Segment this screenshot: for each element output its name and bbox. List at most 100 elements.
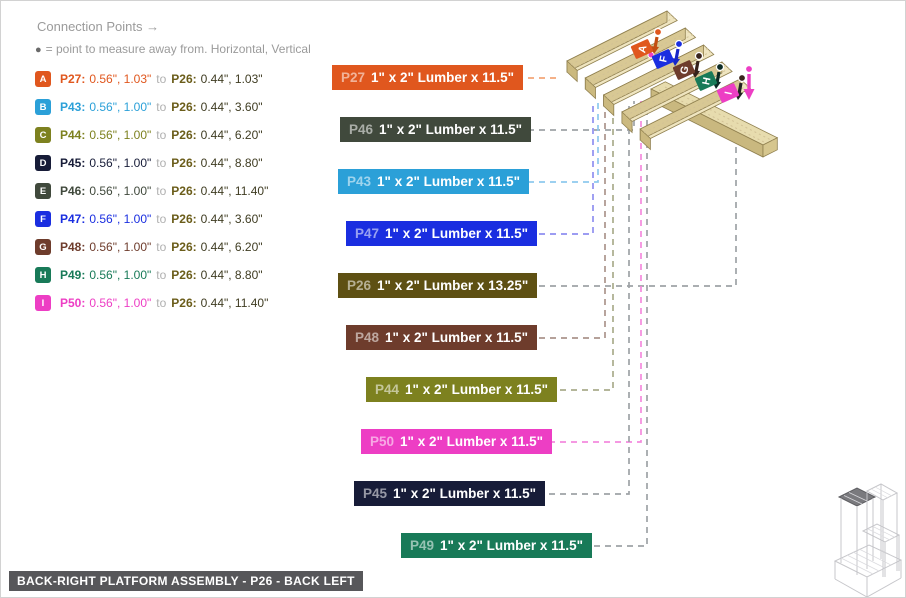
part-label: 1" x 2" Lumber x 11.5" [379,122,523,137]
connection-markers: A F G H I [630,27,755,103]
legend-note: ●= point to measure away from. Horizonta… [35,42,311,56]
svg-text:G: G [678,65,691,75]
slat-5 [639,78,752,151]
point-code: P48: [60,240,86,254]
part-label: 1" x 2" Lumber x 11.5" [377,174,521,189]
dot-h [715,62,725,72]
part-code: P27 [341,70,366,85]
dot-f [674,39,684,49]
point-code: P44: [60,128,86,142]
marker-badge-f: F [651,49,675,69]
ref-values: 0.44", 1.03" [200,72,263,86]
point-badge: C [35,127,51,143]
assembly-title-bar: BACK-RIGHT PLATFORM ASSEMBLY - P26 - BAC… [9,571,363,591]
to-label: to [156,240,167,254]
point-values: 0.56", 1.00" [89,212,152,226]
slat-1 [566,10,678,83]
ref-code: P26: [171,212,197,226]
dot-magenta-right [744,64,754,74]
point-badge: B [35,99,51,115]
arrow-f [671,48,680,66]
list-item: F P47: 0.56", 1.00" to P26: 0.44", 3.60" [35,205,268,233]
point-code: P27: [60,72,86,86]
svg-text:A: A [636,44,649,54]
part-label: 1" x 2" Lumber x 11.5" [400,434,544,449]
part-label: 1" x 2" Lumber x 11.5" [393,486,537,501]
slat-3 [602,44,715,117]
ref-values: 0.44", 3.60" [200,212,263,226]
svg-text:H: H [700,76,713,86]
part-code: P50 [370,434,395,449]
part-tag-p48: P48 1" x 2" Lumber x 11.5" [346,325,538,350]
ref-values: 0.44", 8.80" [200,268,263,282]
part-code: P44 [375,382,400,397]
ref-code: P26: [171,100,197,114]
arrow-g [691,60,700,78]
point-badge: H [35,267,51,283]
dot-magenta-a [647,51,655,59]
page-title: Connection Points → [37,19,160,34]
point-code: P47: [60,212,86,226]
part-tag-p50: P50 1" x 2" Lumber x 11.5" [361,429,553,454]
point-values: 0.56", 1.00" [89,128,152,142]
dot-a [653,27,663,37]
point-values: 0.56", 1.00" [89,296,152,310]
ref-values: 0.44", 11.40" [200,184,269,198]
arrow-magenta [743,74,755,100]
part-label: 1" x 2" Lumber x 11.5" [440,538,584,553]
part-code: P26 [347,278,372,293]
ref-code: P26: [171,184,197,198]
marker-badge-h: H [694,71,718,91]
point-code: P45: [60,156,86,170]
minimap-highlight-platform [837,487,877,507]
ref-values: 0.44", 3.60" [200,100,263,114]
part-code: P46 [349,122,374,137]
part-code: P45 [363,486,388,501]
ref-values: 0.44", 8.80" [200,156,263,170]
list-item: E P46: 0.56", 1.00" to P26: 0.44", 11.40… [35,177,268,205]
to-label: to [156,100,167,114]
point-badge: F [35,211,51,227]
list-item: H P49: 0.56", 1.00" to P26: 0.44", 8.80" [35,261,268,289]
legend-note-text: = point to measure away from. Horizontal… [45,42,311,56]
point-values: 0.56", 1.00" [89,100,152,114]
ref-code: P26: [171,72,197,86]
ref-values: 0.44", 6.20" [200,240,263,254]
ref-code: P26: [171,240,197,254]
list-item: C P44: 0.56", 1.00" to P26: 0.44", 6.20" [35,121,268,149]
marker-badge-g: G [672,60,696,80]
point-badge: A [35,71,51,87]
list-item: G P48: 0.56", 1.00" to P26: 0.44", 6.20" [35,233,268,261]
point-code: P50: [60,296,86,310]
ref-values: 0.44", 6.20" [200,128,263,142]
part-tag-p45: P45 1" x 2" Lumber x 11.5" [354,481,546,506]
arrow-a [650,36,659,54]
to-label: to [156,296,167,310]
marker-badge-i: I [716,83,740,103]
part-label: 1" x 2" Lumber x 11.5" [371,70,515,85]
dot-g [694,51,704,61]
marker-badge-a: A [630,39,654,59]
part-code: P43 [347,174,372,189]
to-label: to [156,128,167,142]
ref-code: P26: [171,296,197,310]
svg-text:I: I [723,90,735,95]
part-label: 1" x 2" Lumber x 11.5" [385,330,529,345]
ref-values: 0.44", 11.40" [200,296,269,310]
part-tag-p27: P27 1" x 2" Lumber x 11.5" [332,65,524,90]
to-label: to [156,156,167,170]
point-values: 0.56", 1.00" [89,268,152,282]
leader-p49 [561,109,648,547]
arrow-i [734,82,743,100]
list-item: D P45: 0.56", 1.00" to P26: 0.44", 8.80" [35,149,268,177]
point-values: 0.56", 1.00" [89,184,152,198]
to-label: to [156,72,167,86]
connection-point-list: A P27: 0.56", 1.03" to P26: 0.44", 1.03"… [35,65,268,317]
dot-i [737,73,747,83]
minimap-wireframe [833,483,903,597]
part-code: P48 [355,330,380,345]
list-item: I P50: 0.56", 1.00" to P26: 0.44", 11.40… [35,289,268,317]
